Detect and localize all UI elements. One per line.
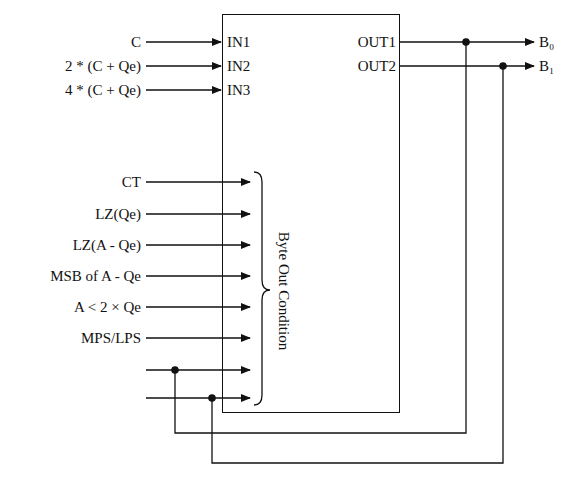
pin-name: IN3: [227, 82, 250, 99]
signal-name: LZ(Qe): [95, 206, 141, 223]
condition-wire: [146, 275, 250, 276]
feedback-wire: [212, 66, 503, 463]
signal-name: CT: [122, 174, 141, 191]
junction-dot: [462, 38, 470, 46]
curly-brace: [254, 172, 270, 405]
signal-name: C: [131, 34, 141, 51]
function-block: Byte Out Condition: [222, 14, 400, 413]
signal-name: MSB of A - Qe: [50, 268, 141, 285]
condition-wire: [146, 306, 250, 307]
pin-name: IN1: [227, 34, 250, 51]
pin-name: IN2: [227, 58, 250, 75]
signal-name: LZ(A - Qe): [73, 237, 141, 254]
output-name: B₀: [539, 34, 554, 51]
output-wire: [400, 65, 534, 66]
input-wire: [146, 89, 221, 90]
signal-name: A < 2 × Qe: [74, 299, 141, 316]
condition-wire: [146, 244, 250, 245]
condition-wire: [146, 181, 250, 182]
input-wire: [146, 65, 221, 66]
condition-wire: [146, 369, 250, 370]
block-title: Byte Out Condition: [276, 232, 293, 350]
pin-name: OUT2: [358, 58, 396, 75]
feedback-wire: [175, 42, 466, 433]
signal-name: MPS/LPS: [81, 330, 141, 347]
junction-dot: [171, 366, 179, 374]
condition-wire: [146, 213, 250, 214]
output-name: B₁: [539, 58, 554, 75]
junction-dot: [499, 62, 507, 70]
condition-wire: [146, 337, 250, 338]
signal-name: 2 * (C + Qe): [65, 58, 141, 75]
input-wire: [146, 41, 221, 42]
condition-wire: [146, 397, 250, 398]
pin-name: OUT1: [358, 34, 396, 51]
signal-name: 4 * (C + Qe): [65, 82, 141, 99]
junction-dot: [208, 394, 216, 402]
